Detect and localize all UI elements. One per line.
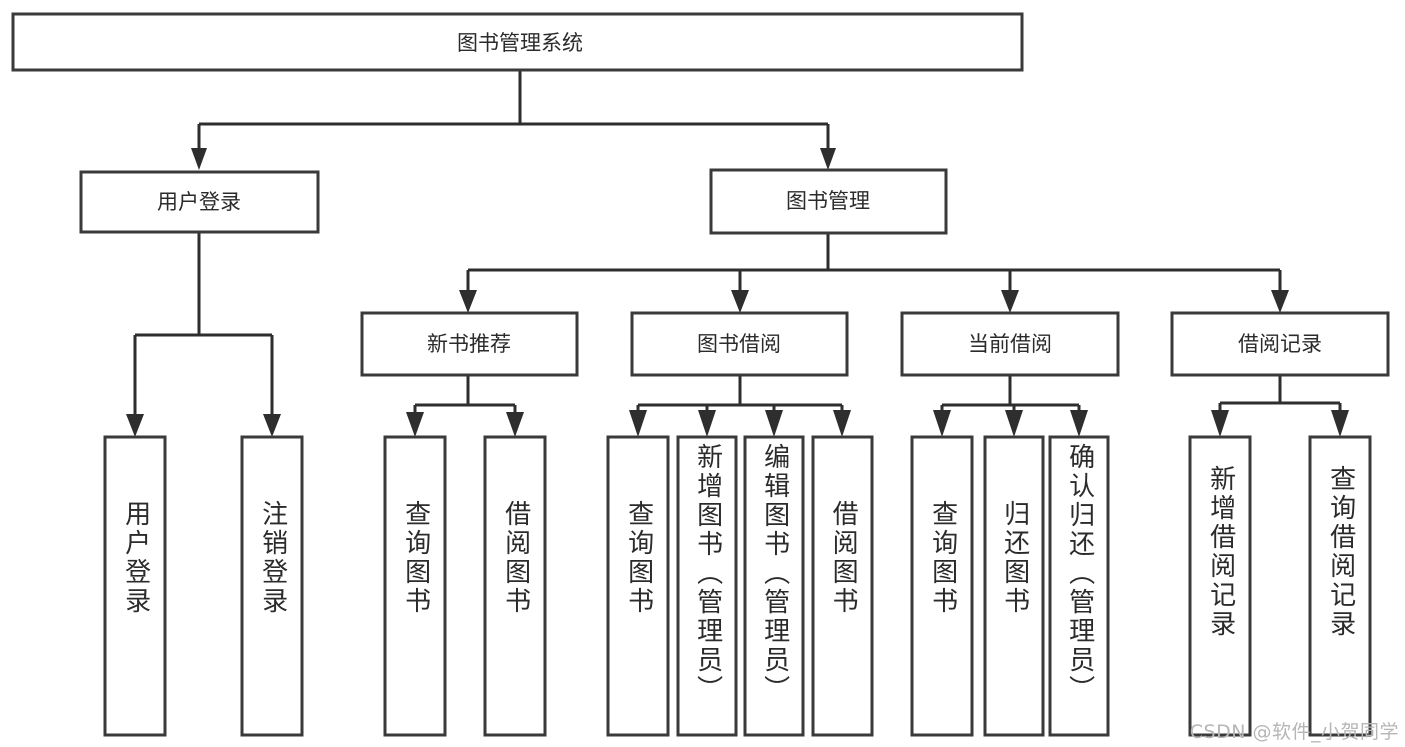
node-book-management-label: 图书管理 xyxy=(786,189,870,213)
node-book-borrow-label: 图书借阅 xyxy=(697,332,781,356)
leaf-node-logout[interactable] xyxy=(240,435,304,737)
node-new-book-recommend-label: 新书推荐 xyxy=(427,332,511,356)
node-borrow-records[interactable]: 借阅记录 xyxy=(1170,311,1390,377)
leaf-node-add-book-admin[interactable] xyxy=(676,435,738,737)
csdn-watermark: CSDN @软件_小贺同学 xyxy=(1189,721,1399,743)
leaf-node-query-book-borrow[interactable] xyxy=(606,435,670,737)
node-book-management[interactable]: 图书管理 xyxy=(709,168,948,235)
node-current-borrow[interactable]: 当前借阅 xyxy=(900,311,1120,377)
node-current-borrow-label: 当前借阅 xyxy=(968,332,1052,356)
connector-current-to-leaves xyxy=(933,375,1088,437)
connector-userlogin-to-leaves xyxy=(126,232,281,437)
leaf-node-query-borrow-record[interactable] xyxy=(1308,435,1372,737)
connector-newbooks-to-leaves xyxy=(406,375,524,437)
connector-borrow-to-leaves xyxy=(629,375,851,437)
leaf-node-query-book-current[interactable] xyxy=(910,435,974,737)
leaf-node-borrow-book-new[interactable] xyxy=(483,435,547,737)
node-borrow-records-label: 借阅记录 xyxy=(1238,332,1322,356)
leaf-node-user-login[interactable] xyxy=(103,435,167,737)
leaf-node-confirm-return-admin[interactable] xyxy=(1048,435,1110,737)
leaf-node-add-borrow-record[interactable] xyxy=(1188,435,1252,737)
connector-bookmgmt-to-level3 xyxy=(459,233,1289,313)
leaf-node-return-book[interactable] xyxy=(983,435,1045,737)
node-book-borrow[interactable]: 图书借阅 xyxy=(630,311,849,377)
node-new-book-recommend[interactable]: 新书推荐 xyxy=(360,311,579,377)
node-root-label: 图书管理系统 xyxy=(457,31,583,55)
node-root[interactable]: 图书管理系统 xyxy=(11,12,1024,72)
leaf-node-edit-book-admin[interactable] xyxy=(743,435,805,737)
connector-root-to-level2 xyxy=(191,70,836,170)
leaf-node-borrow-book[interactable] xyxy=(811,435,874,737)
connector-records-to-leaves xyxy=(1211,375,1349,437)
leaf-node-query-book-new[interactable] xyxy=(383,435,447,737)
node-user-login-label: 用户登录 xyxy=(157,190,241,214)
node-user-login[interactable]: 用户登录 xyxy=(79,170,320,234)
